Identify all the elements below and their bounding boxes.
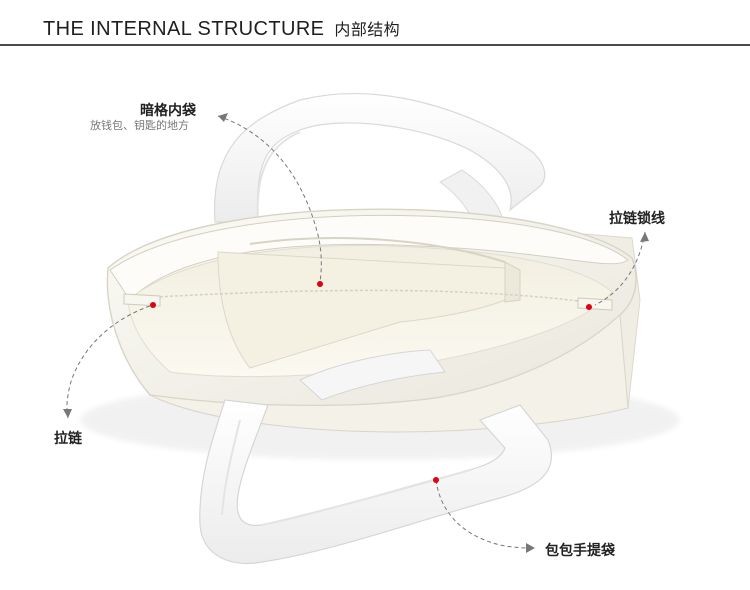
- leader-handle: [435, 479, 536, 549]
- section-title-en: THE INTERNAL STRUCTURE: [43, 18, 325, 40]
- pocket-side: [504, 261, 521, 303]
- label-zipper-stitch: 拉链锁线: [609, 211, 665, 227]
- front-handle-stitch-2: [261, 469, 471, 526]
- back-handle: [213, 93, 546, 223]
- leader-arrow-zipper-stitch: [640, 232, 649, 242]
- inner-pocket-edge: [249, 237, 506, 263]
- marker-handle: [433, 477, 439, 483]
- zipper-end-right: [577, 297, 613, 311]
- bag-rim: [109, 214, 629, 301]
- leader-zipper: [66, 305, 151, 419]
- section-title-cn: 内部结构: [334, 20, 401, 39]
- marker-zipper-stitch: [586, 304, 592, 310]
- front-handle-inner: [299, 349, 446, 401]
- front-handle: [199, 399, 553, 564]
- marker-zipper: [150, 302, 156, 308]
- label-hidden-pocket: 暗格内袋: [140, 103, 196, 119]
- front-handle-stitch: [221, 419, 241, 516]
- label-handle: 包包手提袋: [545, 543, 615, 559]
- title-divider: [0, 44, 750, 46]
- marker-hidden-pocket: [317, 281, 323, 287]
- leader-hidden-pocket: [217, 115, 322, 283]
- zipper-track: [139, 289, 601, 305]
- inner-pocket: [217, 251, 506, 369]
- label-hidden-pocket-sub: 放钱包、钥匙的地方: [90, 119, 189, 132]
- back-handle-stitch: [256, 131, 301, 223]
- leader-arrow-zipper: [63, 409, 72, 418]
- leader-arrow-handle: [526, 543, 535, 553]
- bag-front-fold: [149, 313, 629, 433]
- leader-arrow-hidden-pocket: [218, 113, 228, 122]
- section-title: THE INTERNAL STRUCTURE 内部结构: [43, 16, 400, 41]
- label-zipper: 拉链: [54, 431, 82, 447]
